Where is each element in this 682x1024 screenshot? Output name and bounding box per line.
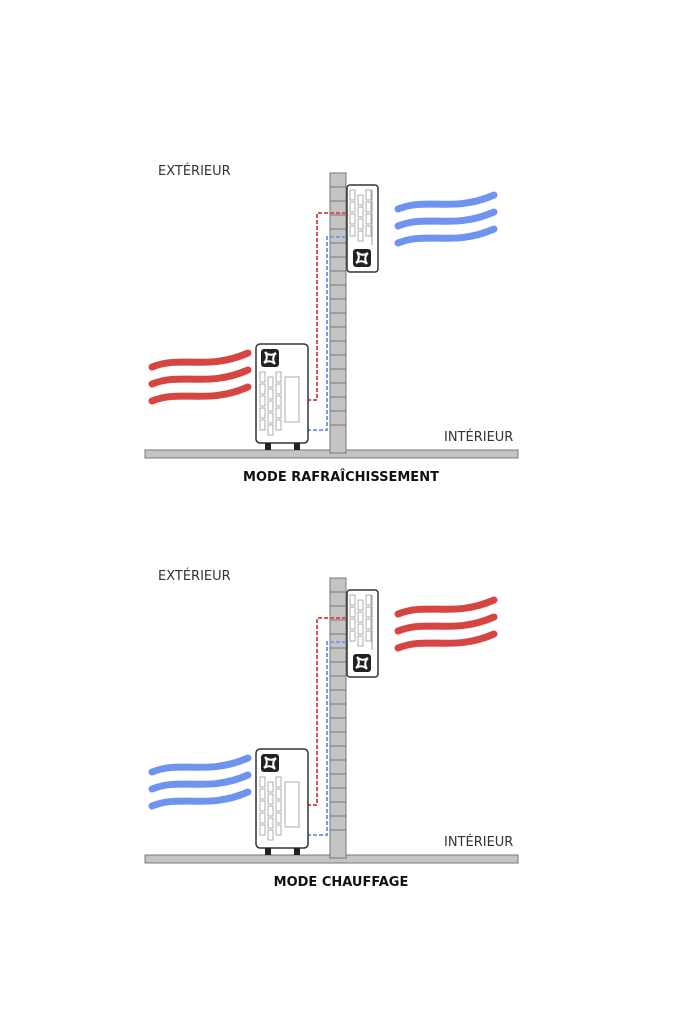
air-wave — [394, 208, 498, 230]
air-wave — [394, 613, 498, 635]
indoor-air-waves — [394, 191, 498, 247]
wall — [329, 172, 347, 454]
indoor-air-waves — [394, 596, 498, 652]
outside-label: EXTÉRIEUR — [158, 568, 231, 584]
refrigerant-pipe-hot — [308, 617, 346, 806]
indoor-unit — [346, 589, 379, 678]
fan-icon — [261, 349, 279, 367]
heat-exchanger-coil — [259, 371, 282, 436]
air-wave — [394, 191, 498, 213]
unit-foot — [265, 443, 271, 450]
refrigerant-pipe-hot — [308, 212, 346, 401]
air-wave — [394, 630, 498, 652]
air-wave — [148, 771, 252, 793]
heat-exchanger-coil — [259, 776, 282, 841]
cooling-mode-panel: EXTÉRIEUR INTÉRIEUR MODE RAFRAÎCHISSEMEN… — [144, 163, 519, 485]
wall — [329, 577, 347, 859]
air-wave — [148, 383, 252, 405]
air-wave — [394, 596, 498, 618]
indoor-unit — [346, 184, 379, 273]
unit-foot — [265, 848, 271, 855]
outside-label: EXTÉRIEUR — [158, 163, 231, 179]
fan-icon — [353, 249, 371, 267]
air-wave — [148, 754, 252, 776]
fan-icon — [353, 654, 371, 672]
unit-foot — [294, 848, 300, 855]
air-wave — [148, 366, 252, 388]
outdoor-air-waves — [148, 754, 252, 810]
outdoor-air-waves — [148, 349, 252, 405]
heat-exchanger-coil — [349, 189, 372, 242]
mode-title: MODE CHAUFFAGE — [274, 875, 409, 890]
unit-foot — [294, 443, 300, 450]
air-wave — [148, 788, 252, 810]
outdoor-unit — [255, 748, 309, 855]
air-wave — [394, 225, 498, 247]
outdoor-unit — [255, 343, 309, 450]
inside-label: INTÉRIEUR — [444, 429, 513, 445]
air-wave — [148, 349, 252, 371]
heat-exchanger-coil — [349, 594, 372, 647]
mode-title: MODE RAFRAÎCHISSEMENT — [243, 469, 439, 485]
heating-mode-panel: EXTÉRIEUR INTÉRIEUR MODE CHAUFFAGE — [144, 568, 519, 890]
inside-label: INTÉRIEUR — [444, 834, 513, 850]
fan-icon — [261, 754, 279, 772]
